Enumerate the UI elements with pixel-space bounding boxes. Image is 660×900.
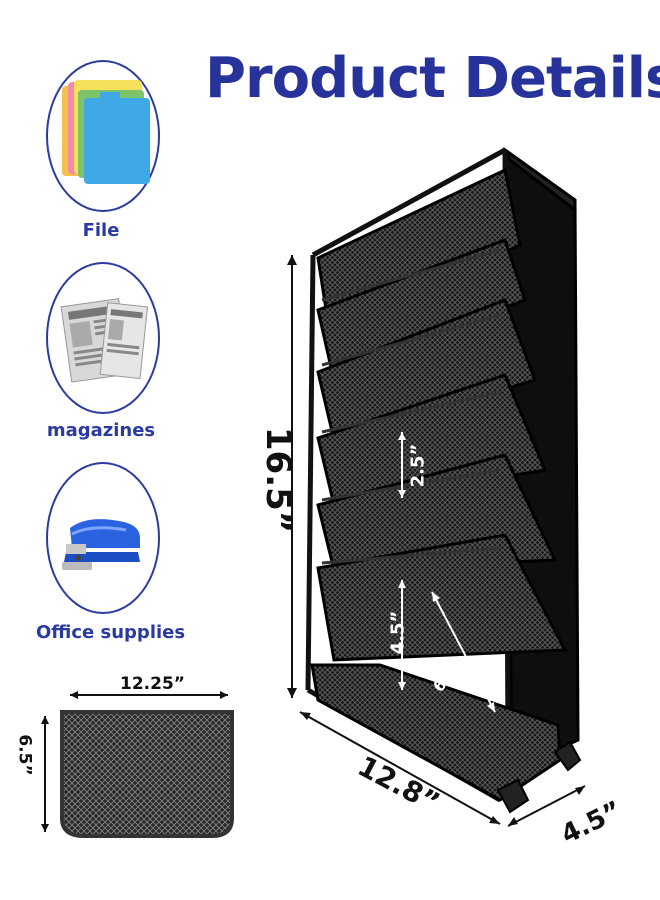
tray-width-label: 12.25” xyxy=(120,674,185,694)
slot-depth-arrow xyxy=(431,591,496,713)
depth-arrow xyxy=(507,785,586,827)
tray-depth-label: 6.5” xyxy=(14,734,35,776)
feature-circle-magazines xyxy=(46,262,160,414)
feature-label-magazines: magazines xyxy=(46,420,156,441)
height-label: 16.5” xyxy=(258,426,299,534)
tray-shape xyxy=(60,710,234,838)
magazines-icon xyxy=(60,298,149,383)
feature-label-office-supplies: Office supplies xyxy=(36,622,186,643)
width-arrow xyxy=(299,711,501,825)
file-folders-icon xyxy=(62,80,150,184)
stapler-icon xyxy=(62,519,140,570)
feature-label-file: File xyxy=(82,220,120,241)
feature-circle-office-supplies xyxy=(46,462,160,614)
page-title: Product Details xyxy=(205,46,660,111)
rack-shelves xyxy=(310,167,568,802)
slot-gap-label: 2.5” xyxy=(407,443,429,488)
feature-circle-file xyxy=(46,60,160,212)
slot-height-label: 4.5” xyxy=(387,610,409,655)
